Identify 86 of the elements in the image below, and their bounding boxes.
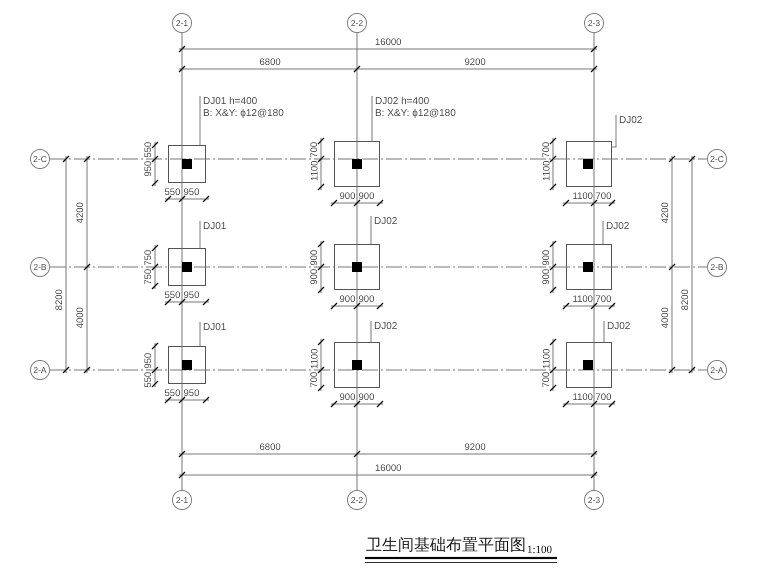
dimension-text: 900 (542, 249, 552, 266)
dimension-text: 9200 (464, 443, 486, 452)
footing-label: DJ02 (607, 321, 630, 333)
dimension-text: 950 (184, 290, 200, 300)
axis-bubble: 2-A (707, 360, 727, 380)
axis-bubble: 2-1 (172, 490, 192, 510)
scale-text: 1:100 (527, 545, 552, 556)
dimension-text: 1100 (572, 192, 593, 201)
dimension-text: 8200 (54, 289, 64, 310)
dimension-text: 950 (184, 188, 200, 197)
dimension-text: 1100 (542, 160, 552, 180)
dimension-text: 1100 (310, 348, 320, 368)
dimension-text: 1100 (572, 392, 593, 402)
dimension-text: 900 (358, 192, 374, 201)
dimension-text: 4200 (75, 202, 85, 224)
footing-box (566, 244, 612, 290)
dimension-text: 900 (340, 192, 356, 201)
dimension-text: 950 (184, 388, 200, 398)
axis-bubble: 2-A (30, 360, 50, 380)
footing-label: B: X&Y: ϕ12@180 (375, 108, 456, 120)
footing-label: B: X&Y: ϕ12@180 (203, 108, 284, 120)
dimension-text: 8200 (680, 289, 690, 310)
axis-bubble: 2-C (30, 149, 50, 169)
footing-label: DJ01 h=400 (203, 96, 258, 108)
footing-label: DJ02 (619, 115, 642, 127)
axis-bubble: 2-1 (172, 13, 192, 33)
dimension-text: 750 (144, 249, 154, 266)
dimension-text: 550 (164, 188, 180, 197)
dimension-text: 16000 (375, 464, 402, 474)
footing-box (168, 346, 206, 384)
dimension-text: 900 (358, 392, 374, 402)
footing-box (566, 342, 612, 388)
footing-label: DJ01 (203, 221, 226, 233)
dimension-text: 900 (542, 268, 552, 284)
footing-label: DJ02 h=400 (375, 96, 430, 108)
dimension-text: 700 (310, 141, 320, 158)
axis-bubble: 2-2 (347, 13, 367, 33)
dimension-text: 900 (310, 268, 320, 284)
dimension-text: 1100 (572, 294, 593, 304)
dimension-text: 950 (144, 352, 154, 368)
dimension-text: 550 (164, 388, 180, 398)
dimension-text: 6800 (260, 58, 281, 68)
footing-label: DJ02 (606, 221, 630, 233)
dimension-text: 900 (340, 294, 356, 304)
drawing-title: 卫生间基础布置平面图 (366, 538, 526, 554)
leader-line (370, 216, 372, 244)
leader-line (370, 320, 372, 342)
dimension-text: 700 (542, 141, 552, 158)
dimension-text: 550 (144, 141, 154, 158)
dimension-text: 700 (596, 294, 612, 304)
dimension-text: 900 (340, 392, 356, 402)
dimension-text: 4000 (75, 307, 85, 328)
dimension-text: 4200 (660, 202, 670, 224)
dimension-text: 900 (358, 294, 374, 304)
dimension-text: 9200 (464, 58, 486, 68)
axis-bubble: 2-B (707, 257, 727, 277)
axis-bubble: 2-3 (584, 13, 604, 33)
footing-label: DJ01 (203, 322, 226, 334)
dimension-text: 700 (596, 192, 612, 201)
footing-box (168, 248, 206, 286)
footing-label: DJ02 (374, 216, 398, 228)
dimension-text: 550 (144, 371, 154, 388)
footing-label: DJ02 (374, 321, 398, 333)
dimension-text: 4000 (660, 307, 670, 328)
dimension-text: 1100 (542, 348, 552, 368)
leader-line (602, 220, 604, 244)
footing-box (566, 141, 612, 187)
axis-bubble: 2-3 (584, 490, 604, 510)
axis-bubble: 2-B (30, 257, 50, 277)
footing-box (168, 145, 206, 183)
dimension-text: 750 (144, 268, 154, 284)
footing-box (334, 141, 380, 187)
dimension-text: 16000 (375, 38, 402, 48)
dimension-text: 700 (310, 371, 320, 388)
dimension-text: 900 (310, 249, 320, 266)
axis-bubble: 2-C (707, 149, 727, 169)
dimension-text: 700 (596, 392, 612, 402)
leader-line (612, 114, 616, 148)
footing-box (334, 244, 380, 290)
dimension-text: 700 (542, 371, 552, 388)
dimension-text: 1100 (310, 160, 320, 180)
axis-bubble: 2-2 (347, 490, 367, 510)
dimension-text: 6800 (260, 443, 281, 452)
dimension-text: 950 (144, 160, 154, 176)
dimension-text: 550 (164, 290, 180, 300)
footing-box (334, 342, 380, 388)
